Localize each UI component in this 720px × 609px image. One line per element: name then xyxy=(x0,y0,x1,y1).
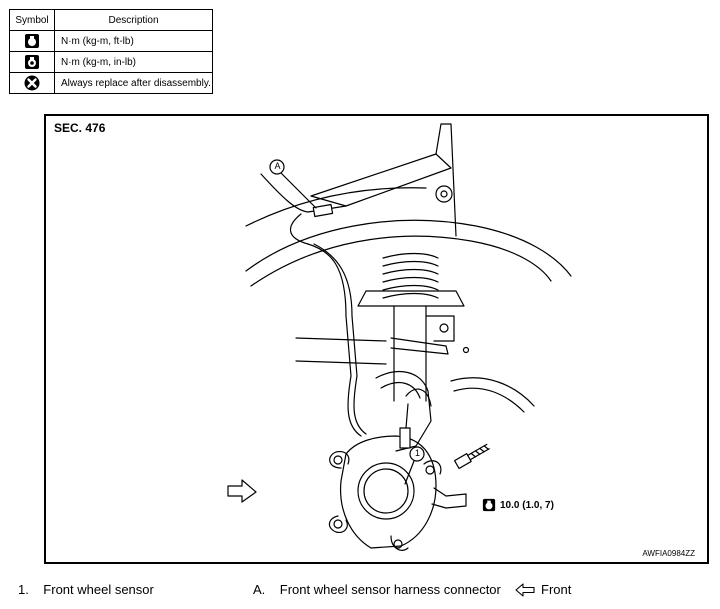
caption-item-1-text: Front wheel sensor xyxy=(43,582,154,597)
caption-front: Front xyxy=(515,582,571,597)
legend-row: Always replace after disassembly. xyxy=(9,72,213,94)
callout-1-label: 1 xyxy=(414,448,420,458)
torque-spec: 10.0 (1.0, 7) xyxy=(482,498,554,512)
caption-item-a-text: Front wheel sensor harness connector xyxy=(279,582,501,597)
caption-item-a: A. Front wheel sensor harness connector xyxy=(253,582,501,597)
torque-wrench-ftlb-icon xyxy=(482,498,496,512)
legend-header-symbol: Symbol xyxy=(9,9,55,31)
callout-a-label: A xyxy=(274,161,281,171)
caption-front-text: Front xyxy=(541,582,572,597)
section-label: SEC. 476 xyxy=(54,121,106,135)
legend-row: N·m (kg-m, ft-lb) xyxy=(9,30,213,52)
legend-header-row: Symbol Description xyxy=(9,9,213,31)
legend-row: N·m (kg-m, in-lb) xyxy=(9,51,213,73)
front-arrow-icon xyxy=(515,582,535,597)
always-replace-icon xyxy=(24,75,40,91)
caption-item-a-letter: A. xyxy=(253,582,266,597)
torque-wrench-inlb-icon xyxy=(25,55,39,69)
legend-description: N·m (kg-m, in-lb) xyxy=(54,51,213,73)
torque-value: 10.0 (1.0, 7) xyxy=(500,499,554,511)
torque-wrench-ftlb-icon xyxy=(25,34,39,48)
wheel-sensor-illustration xyxy=(227,123,572,551)
figure-code: AWFIA0984ZZ xyxy=(642,549,695,558)
illustration-frame: SEC. 476 xyxy=(44,114,709,564)
legend-description: Always replace after disassembly. xyxy=(54,72,213,94)
caption-item-1: 1. Front wheel sensor xyxy=(18,582,154,597)
symbol-legend-table: Symbol Description N·m (kg-m, ft-lb) N·m… xyxy=(9,9,213,94)
legend-description: N·m (kg-m, ft-lb) xyxy=(54,30,213,52)
legend-header-description: Description xyxy=(54,9,213,31)
caption-item-1-number: 1. xyxy=(18,582,29,597)
